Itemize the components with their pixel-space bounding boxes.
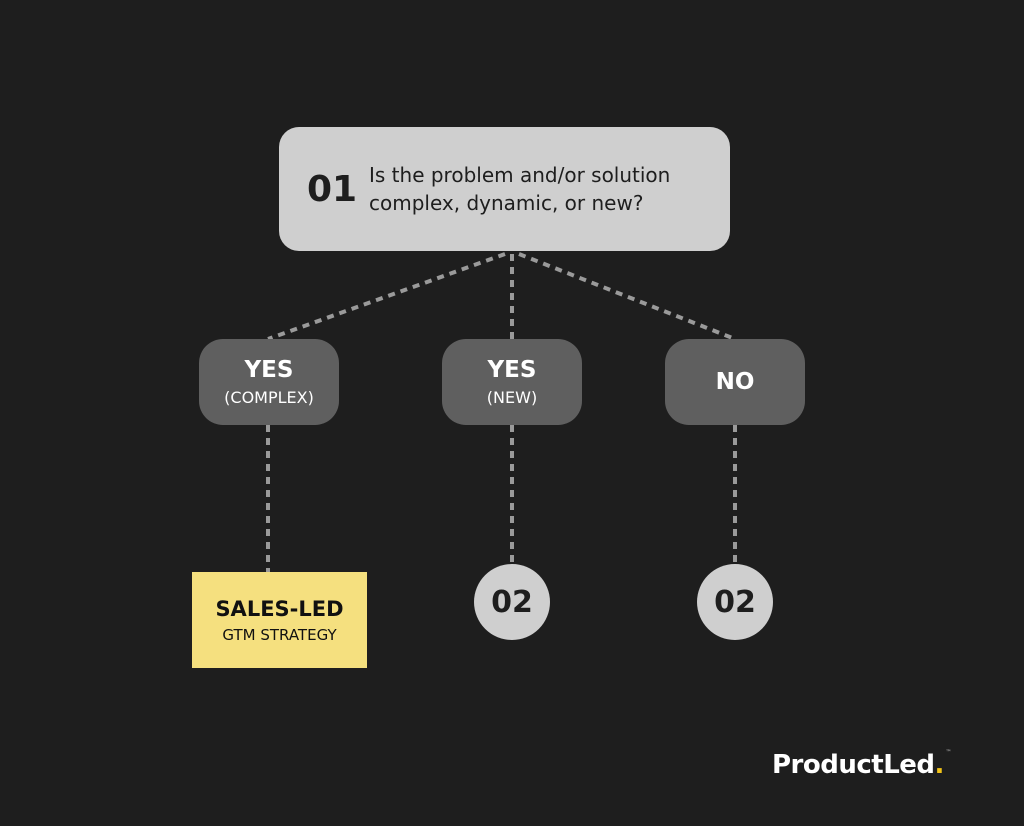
answer-label: NO xyxy=(715,369,755,395)
result-subtitle: GTM STRATEGY xyxy=(222,626,337,644)
question-text: Is the problem and/or solution complex, … xyxy=(369,161,670,217)
answer-no: NO xyxy=(665,339,805,425)
question-text-line-1: Is the problem and/or solution xyxy=(369,163,671,187)
trademark-mark: ™ xyxy=(945,749,952,756)
brand-dot: . xyxy=(934,750,945,780)
next-step-circle: 02 xyxy=(474,564,550,640)
next-step-circle: 02 xyxy=(697,564,773,640)
answer-qualifier: (COMPLEX) xyxy=(224,388,314,407)
brand-logo: ProductLed . ™ xyxy=(772,748,951,782)
answer-yes-complex: YES (COMPLEX) xyxy=(199,339,339,425)
result-sales-led: SALES-LED GTM STRATEGY xyxy=(192,572,367,668)
answer-yes-new: YES (NEW) xyxy=(442,339,582,425)
connector-question-to-yes-complex xyxy=(267,252,506,341)
answer-qualifier: (NEW) xyxy=(486,388,538,407)
question-node: 01 Is the problem and/or solution comple… xyxy=(279,127,730,251)
answer-label: YES xyxy=(487,357,537,383)
question-number: 01 xyxy=(307,168,358,210)
question-text-line-2: complex, dynamic, or new? xyxy=(369,191,644,215)
result-title: SALES-LED xyxy=(215,597,344,621)
brand-name: ProductLed xyxy=(772,750,935,780)
answer-label: YES xyxy=(244,357,294,383)
connector-question-to-no xyxy=(518,252,736,341)
